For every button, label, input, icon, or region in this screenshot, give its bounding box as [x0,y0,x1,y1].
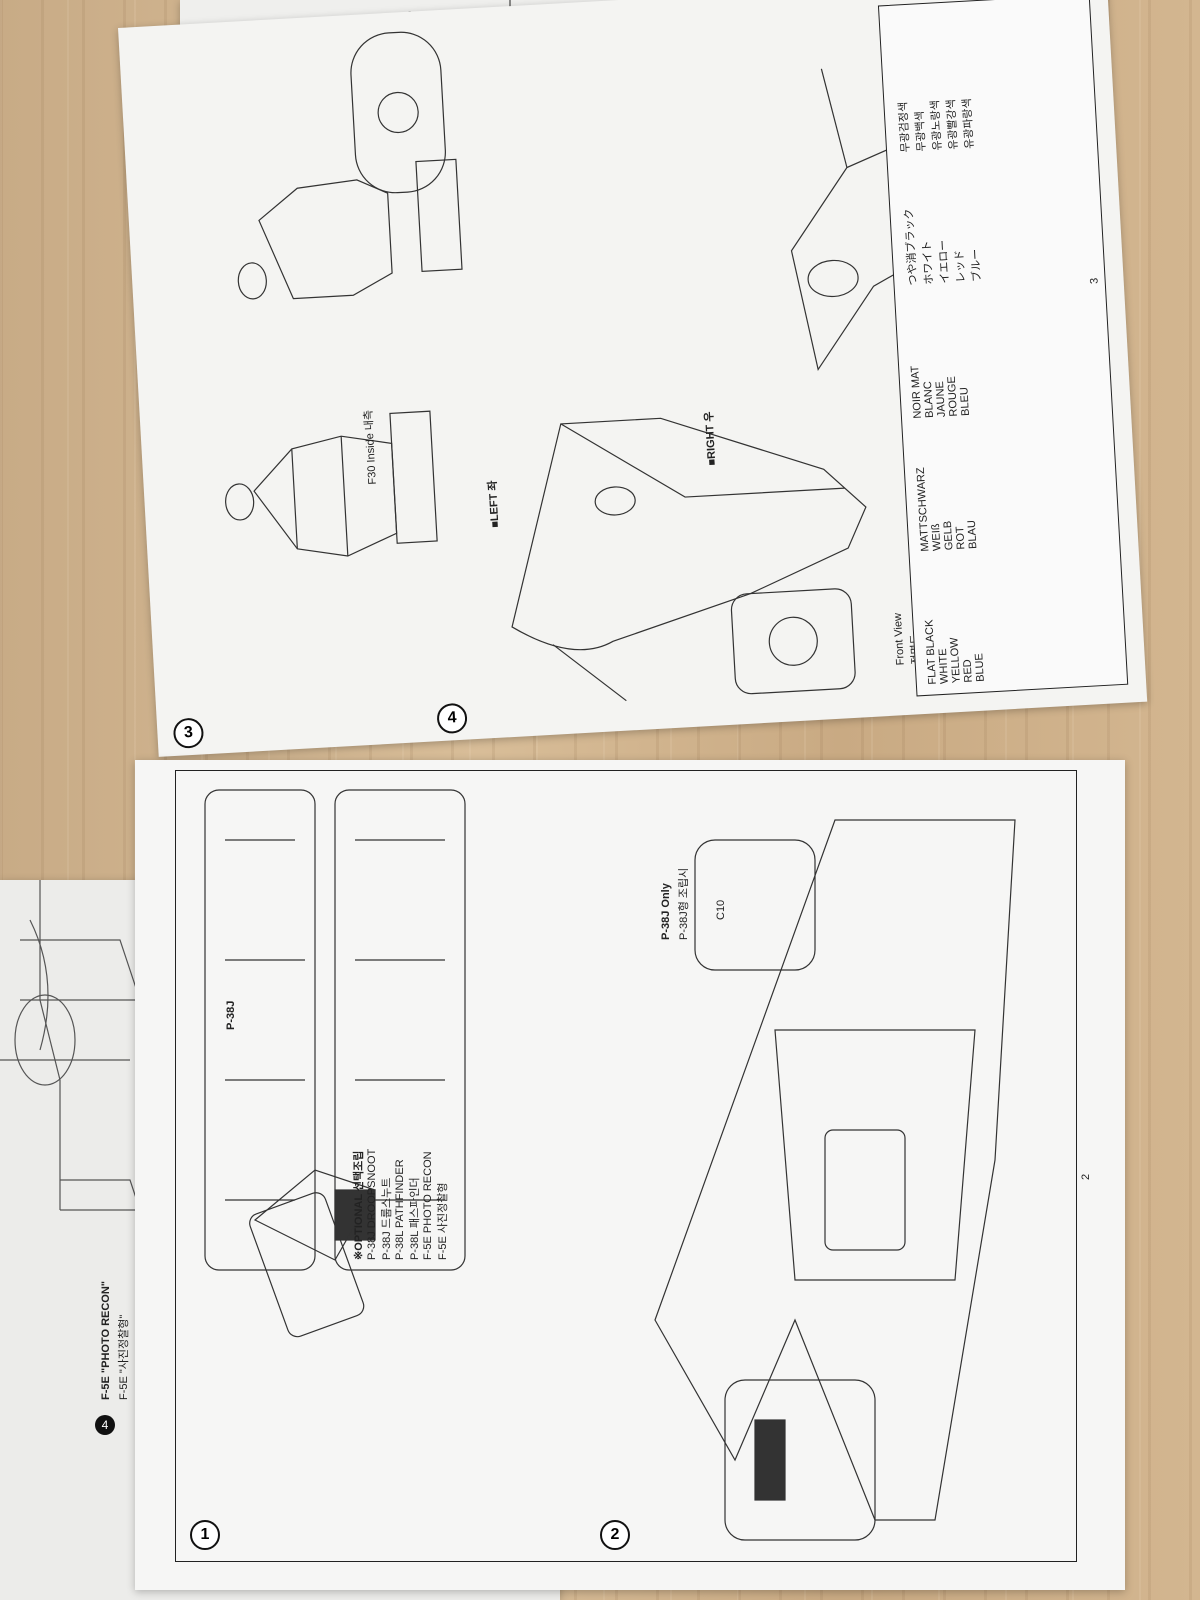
page-2-sheet: 1 2 ※OPTIONAL 선택조립 P-38J DROOPSNOOT P-38… [135,760,1125,1590]
step-badge-4: 4 [95,1415,115,1435]
right-label: ■RIGHT 우 [703,411,719,466]
variant-title: F-5E "PHOTO RECON" [100,1280,112,1400]
color-column-french: NOIR MAT BLANC JAUNE ROUGE BLEU [909,365,972,419]
p38j-label: P-38J [225,1000,237,1030]
part-c10-label: C10 [715,899,727,920]
page-2-frame [175,770,1077,1562]
page-number-2: 2 [1080,1173,1092,1180]
optional-block: ※OPTIONAL 선택조립 P-38J DROOPSNOOT P-38J 드룹… [350,980,450,1260]
step-number-1: 1 [190,1520,220,1550]
variant-subtitle: F-5E "사진정찰형" [118,1314,130,1400]
color-column-german: MATTSCHWARZ WEIß GELB ROT BLAU [914,467,980,552]
color-column-japanese: つや消ブラック ホワイト イエロー レッド ブルー [903,208,984,286]
p38j-only-label: P-38J Only [660,883,672,940]
step-number-2: 2 [600,1520,630,1550]
color-table: FLAT BLACK WHITE YELLOW RED BLUE MATTSCH… [877,0,1129,697]
page-3-sheet: 3 4 ■LEFT 좌 ■RIGHT 우 F30 Inside 내측 Front… [118,0,1148,757]
page-number-3: 3 [1088,277,1101,285]
step3-4-diagrams [225,31,989,702]
color-column-korean: 무광검정색 무광백색 유광노랑색 유광빨강색 유광파랑색 [897,97,977,153]
step1-2-diagrams [204,789,1016,1541]
optional-label: ※OPTIONAL 선택조립 [353,1150,365,1260]
p38j-only-kr-label: P-38J형 조립시 [678,867,690,940]
left-label: ■LEFT 좌 [486,480,502,529]
color-column-english: FLAT BLACK WHITE YELLOW RED BLUE [923,619,987,685]
